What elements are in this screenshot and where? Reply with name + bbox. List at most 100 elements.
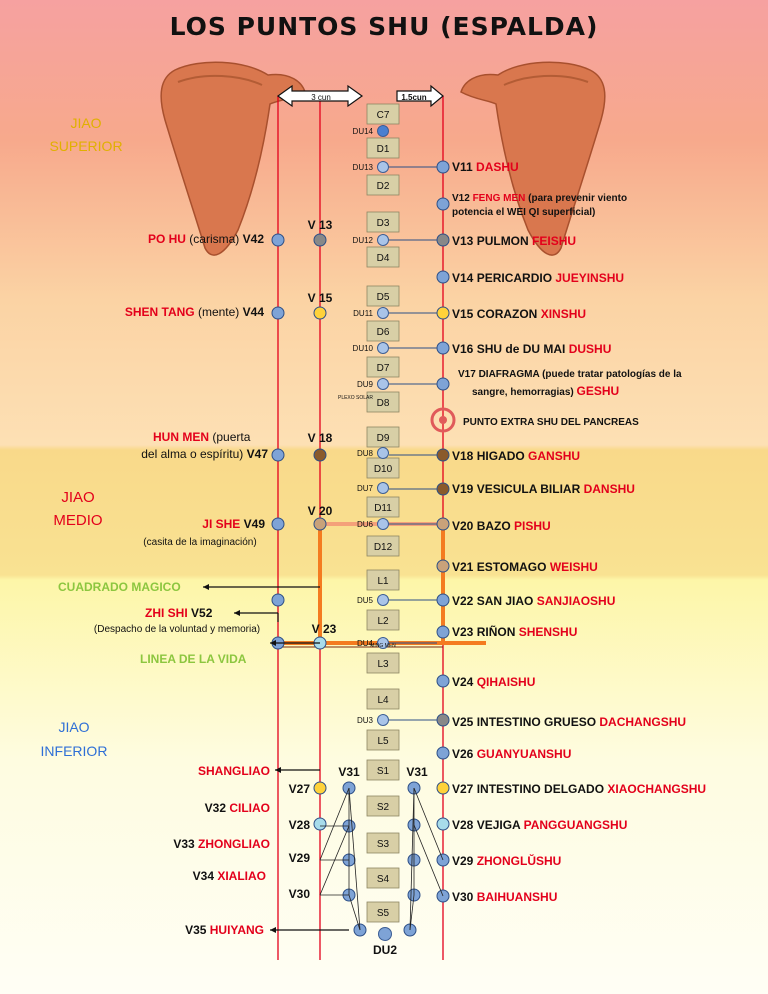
du-point-du3: DU3 [357,714,389,726]
label-v23: V23 RIÑON SHENSHU [452,624,577,639]
inner-label: V 15 [308,291,333,305]
vertebra-label: D10 [374,464,393,475]
zone-medio-l2: MEDIO [53,512,102,529]
right-point [436,377,450,391]
vertebra-label: D5 [377,292,390,303]
inner-label: V 18 [308,431,333,445]
right-point [436,593,450,607]
pancreas-target-center [439,416,447,424]
du2-label: DU2 [373,943,397,957]
du-label: DU8 [357,449,374,458]
sacral-connector [348,894,361,931]
du-point-du14: DU14 [353,125,389,137]
du-points: DU14DU13DU12DU11DU10DU9DU8DU7DU6DU5DU4DU… [338,125,397,957]
inner-label-v29: V29 [289,851,311,865]
right-point [436,233,450,247]
sacral-connector [319,825,350,896]
vertebra-l4: L4 [366,688,400,710]
label-v12-l1: V12 FENG MEN (para prevenir viento [452,193,627,204]
vertebra-label: L4 [377,695,389,706]
label-v17-l2: sangre, hemorragias) GESHU [472,384,619,398]
vertebra-label: S4 [377,874,390,885]
inner-point [313,448,327,462]
vertebra-s2: S2 [366,795,400,817]
inner-label-v31-right: V31 [406,765,428,779]
du-point-du7: DU7 [357,482,389,494]
right-point [436,341,450,355]
right-point [436,306,450,320]
vertebra-label: D1 [377,144,390,155]
label-v11: V11 DASHU [452,160,519,174]
right-scapula-image [460,61,606,256]
inner-label: V 13 [308,218,333,232]
right-point [436,197,450,211]
sacral-connector [409,894,415,931]
right-point [436,559,450,573]
vertebra-label: D6 [377,327,390,338]
vertebral-column: C7D1D2D3D4D5D6D7D8D9D10D11D12L1L2L3L4L5S… [366,103,400,923]
du-label: DU14 [353,127,374,136]
label-v13: V13 PULMON FEISHU [452,234,576,248]
vertebra-l5: L5 [366,729,400,751]
arrow-shangliao-head [275,767,281,773]
zone-labels: JIAO SUPERIOR JIAO MEDIO JIAO INFERIOR [41,115,123,759]
vertebra-d11: D11 [366,496,400,518]
label-v24: V24 QIHAISHU [452,675,535,689]
zone-inferior-l1: JIAO [58,719,89,735]
arrow-cuadrado-head [203,584,209,590]
label-v25: V25 INTESTINO GRUESO DACHANGSHU [452,715,686,729]
inner-label-v30: V30 [289,887,311,901]
right-point [436,713,450,727]
right-point [436,746,450,760]
vertebra-d3: D3 [366,211,400,233]
right-point [436,160,450,174]
left-point [271,517,285,531]
label-pancreas: PUNTO EXTRA SHU DEL PANCREAS [463,417,639,428]
vertebra-label: S2 [377,802,390,813]
du-point-du6: DU6 [357,518,389,530]
du-label: DU10 [353,344,374,353]
label-v22: V22 SAN JIAO SANJIAOSHU [452,594,615,608]
vertebra-l1: L1 [366,569,400,591]
du-point-du10: DU10 [353,342,389,354]
vertebra-d9: D9 [366,426,400,448]
plexo-solar-label: PLEXO SOLAR [338,395,373,401]
vertebra-label: D3 [377,218,390,229]
arrow-huiyang-head [270,927,276,933]
vertebra-label: L5 [377,736,389,747]
zone-medio-l1: JIAO [61,489,94,506]
sacral-connector [409,787,415,931]
vertebra-s5: S5 [366,901,400,923]
label-v28: V28 VEJIGA PANGGUANGSHU [452,818,627,832]
du-point-du12: DU12 [353,234,389,246]
vertebra-d7: D7 [366,356,400,378]
label-v20: V20 BAZO PISHU [452,519,551,533]
vertebra-label: L3 [377,659,389,670]
right-point [436,448,450,462]
right-point [436,517,450,531]
inner-label: V 20 [308,504,333,518]
sacral-connector [348,787,361,931]
inner-point [313,306,327,320]
label-v33: V33 ZHONGLIAO [173,837,270,851]
vertebra-label: D4 [377,253,390,264]
du-point-du8: DU8 [357,447,389,459]
vertebra-label: D2 [377,181,390,192]
vertebra-d6: D6 [366,320,400,342]
left-scapula-image [160,61,306,256]
ming-men-label: MING MEN [370,643,396,649]
left-point [271,448,285,462]
zone-superior-l1: JIAO [70,115,101,131]
vertebra-s3: S3 [366,832,400,854]
right-point [436,270,450,284]
left-point [271,233,285,247]
label-v52-l1: ZHI SHI V52 [145,606,213,620]
inner-label-v27: V27 [289,782,311,796]
right-point [436,781,450,795]
label-v17-l1: V17 DIAFRAGMA (puede tratar patologías d… [458,369,682,380]
vertebra-d5: D5 [366,285,400,307]
label-v18: V18 HIGADO GANSHU [452,449,580,463]
right-point [436,625,450,639]
du-point-du9: DU9 [357,378,389,390]
acupoints [203,160,456,937]
